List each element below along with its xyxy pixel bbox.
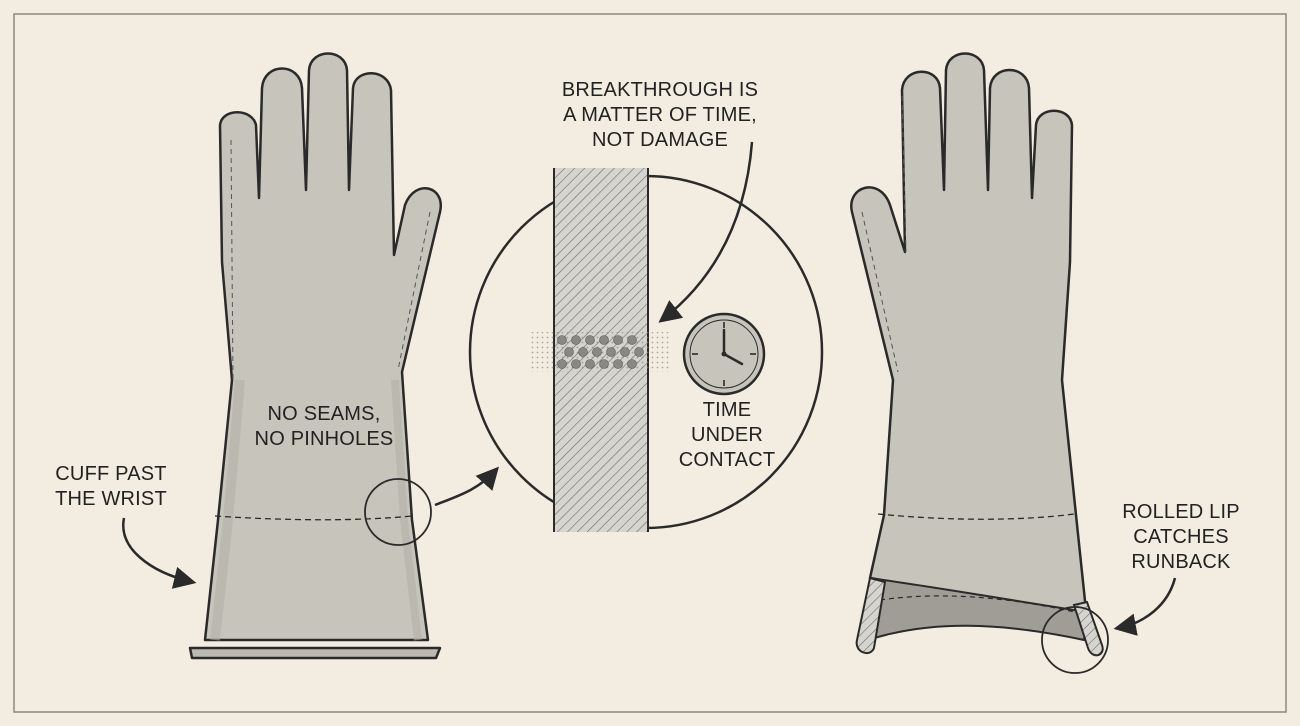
left-glove-cuff-band [188,646,442,660]
glove-interior-opening [866,576,1089,642]
right-glove-body [850,52,1089,622]
rolled-lip-left [855,576,887,655]
callout-arrow-icon [658,141,754,323]
rolled-lip-label: ROLLED LIP CATCHES RUNBACK [1122,501,1240,573]
callout-arrow-icon [1113,577,1177,636]
zoom-circle-small [364,478,432,546]
cuff-label: CUFF PAST THE WRIST [55,463,167,510]
zoom-detail [468,168,824,532]
left-glove [188,52,442,660]
zoom-circle-lip [1041,606,1109,674]
seams-label: NO SEAMS, NO PINHOLES [254,403,394,450]
clock-icon [682,312,766,396]
right-glove [850,52,1109,674]
time-contact-label: TIME UNDER CONTACT [678,399,776,471]
left-glove-body [203,52,442,642]
frame-border [13,13,1287,713]
breakthrough-label: BREAKTHROUGH IS A MATTER OF TIME, NOT DA… [561,79,759,151]
permeating-droplets [557,335,644,369]
rolled-lip-right [1072,600,1104,657]
callout-arrow-icon [434,466,500,507]
callout-arrow-icon [122,517,197,589]
